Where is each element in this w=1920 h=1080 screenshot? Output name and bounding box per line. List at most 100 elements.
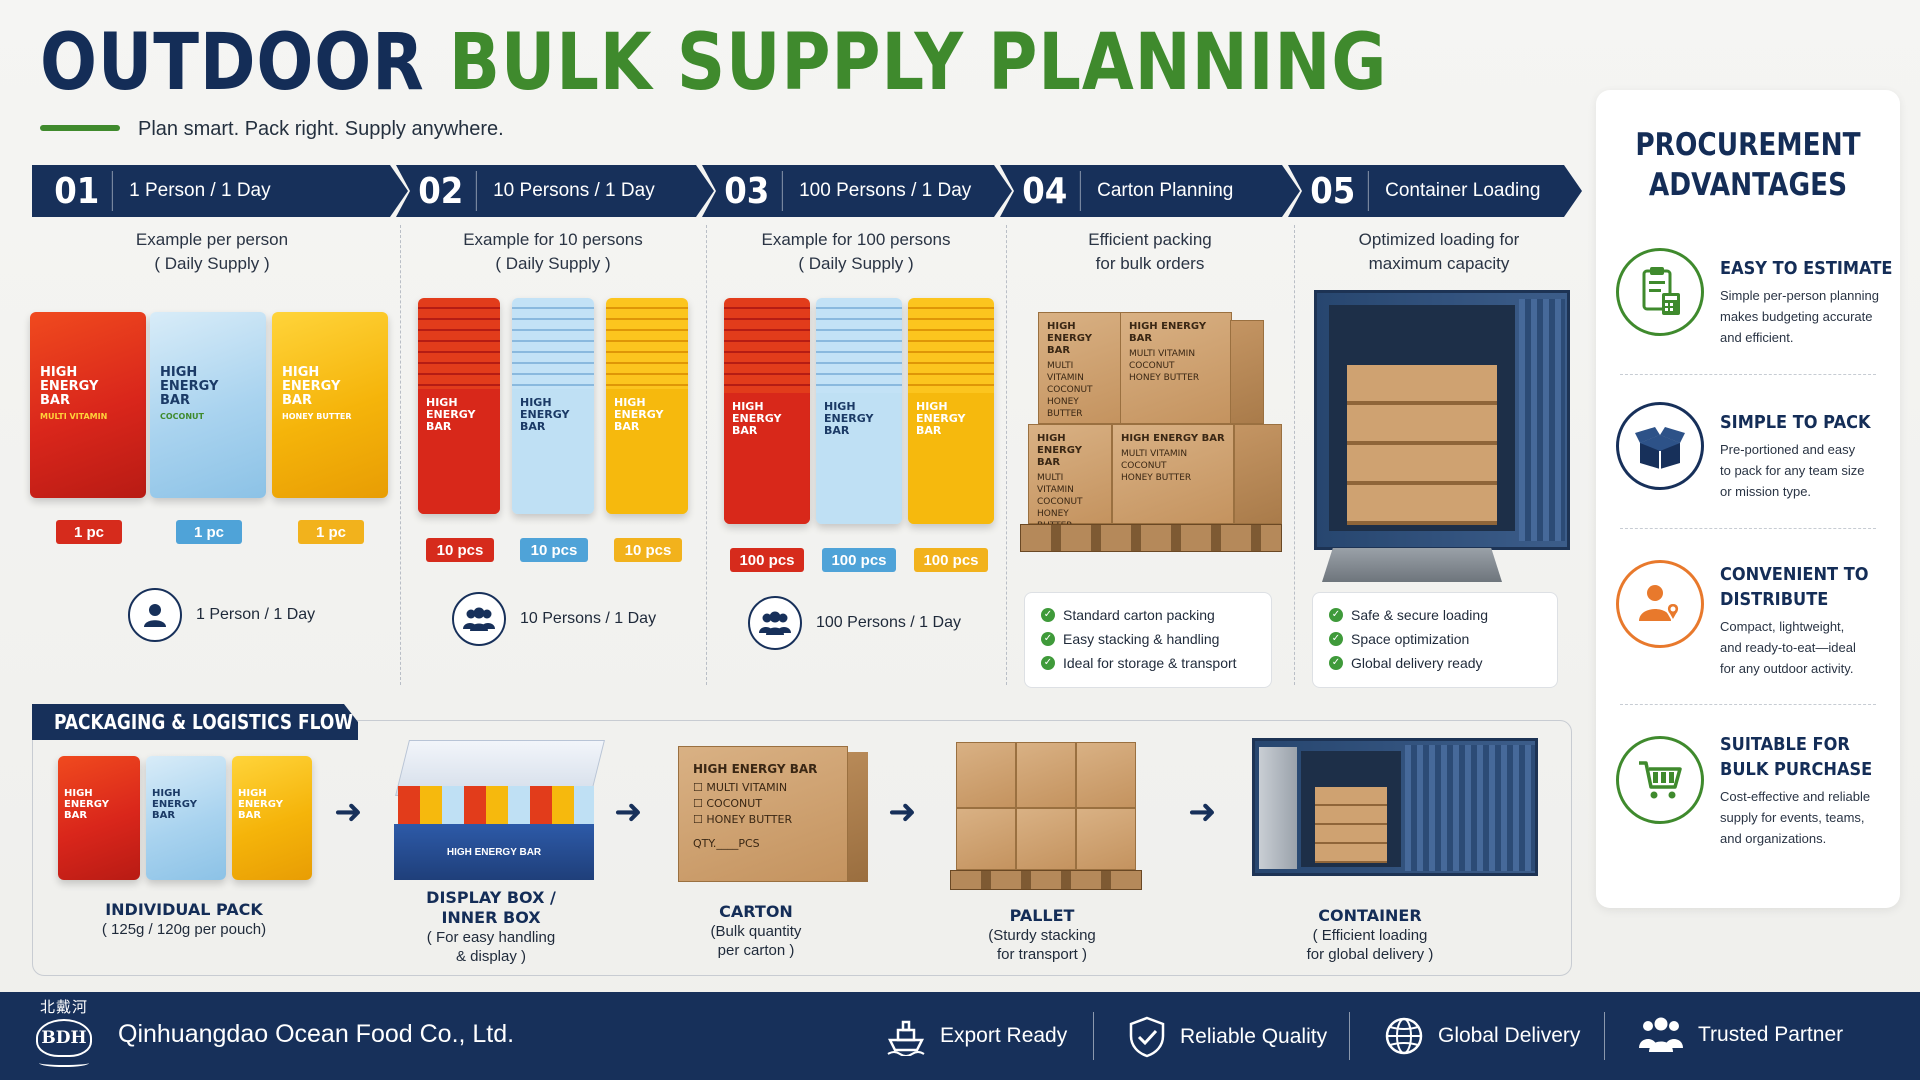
people-label: 100 Persons / 1 Day: [816, 614, 961, 631]
company-name: Qinhuangdao Ocean Food Co., Ltd.: [118, 1020, 515, 1048]
pallet: [1020, 524, 1282, 552]
desc-line: for bulk orders: [1095, 254, 1205, 273]
calculator-icon: [1616, 248, 1704, 336]
step-05-header: 05 Container Loading: [1288, 165, 1582, 217]
group-icon: [748, 596, 802, 650]
check-item: ✓Space optimization: [1329, 627, 1541, 651]
feature-reliable-quality: Reliable Quality: [1128, 1016, 1327, 1058]
pallet-carton: [1076, 742, 1136, 808]
carton-qty: QTY.____PCS: [693, 837, 760, 850]
step-number: 01: [36, 171, 113, 211]
check-icon: ✓: [1329, 632, 1343, 646]
feature-label: Export Ready: [940, 1024, 1068, 1047]
check-item: ✓Ideal for storage & transport: [1041, 651, 1255, 675]
footer-divider: [1349, 1012, 1350, 1060]
advantage-heading: BULK PURCHASE: [1720, 759, 1873, 780]
title-underline: [40, 125, 120, 131]
step-label: 10 Persons / 1 Day: [493, 180, 655, 201]
carton-item: HONEY BUTTER: [1129, 373, 1200, 383]
flow-arrow-icon: ➜: [334, 793, 363, 831]
feature-export-ready: Export Ready: [886, 1016, 1067, 1056]
container-interior: [1301, 751, 1401, 867]
tagline: Plan smart. Pack right. Supply anywhere.: [138, 118, 504, 140]
step-label: 100 Persons / 1 Day: [799, 180, 972, 201]
flow-caption-carton: CARTON (Bulk quantity per carton ): [668, 902, 844, 960]
shield-check-icon: [1129, 1016, 1165, 1058]
check-item: ✓Standard carton packing: [1041, 603, 1255, 627]
carton: HIGH ENERGY BAR MULTI VITAMIN COCONUT HO…: [1120, 312, 1232, 424]
carton-side: [1230, 320, 1264, 424]
step-04-header: 04 Carton Planning: [1000, 165, 1300, 217]
pouch-flavor: HONEY BUTTER: [282, 412, 352, 421]
advantage-heading: CONVENIENT TO: [1720, 564, 1869, 585]
group-icon: [452, 592, 506, 646]
carton-item: MULTI VITAMIN: [1037, 473, 1074, 495]
flow-name: INDIVIDUAL PACK: [105, 900, 263, 919]
feature-global-delivery: Global Delivery: [1384, 1016, 1580, 1056]
carton-item: COCONUT: [1037, 497, 1083, 507]
carton-item: HONEY BUTTER: [1047, 397, 1083, 419]
display-box-front: HIGH ENERGY BAR: [394, 824, 594, 880]
step-number: 02: [400, 171, 477, 211]
step-02-description: Example for 10 persons ( Daily Supply ): [402, 228, 704, 276]
advantage-text: Compact, lightweight,and ready-to-eat—id…: [1720, 619, 1856, 676]
carton: HIGH ENERGY BAR MULTI VITAMIN COCONUT HO…: [1028, 424, 1112, 531]
people-indicator-1: 1 Person / 1 Day: [128, 588, 315, 642]
step-04-description: Efficient packing for bulk orders: [1008, 228, 1292, 276]
flow-caption-container: CONTAINER ( Efficient loading for global…: [1270, 906, 1470, 964]
desc-line: ( Daily Supply ): [154, 254, 270, 273]
qty-badge-yellow: 1 pc: [298, 520, 364, 544]
carton-title: HIGH ENERGY BAR: [1121, 433, 1225, 444]
flow-sub: per carton ): [717, 942, 795, 959]
loaded-cartons: [1347, 365, 1497, 525]
step-03-header: 03 100 Persons / 1 Day: [702, 165, 1012, 217]
advantage-divider: [1620, 374, 1876, 375]
carton-checklist: ✓Standard carton packing ✓Easy stacking …: [1024, 592, 1272, 688]
qty-badge-yellow: 100 pcs: [914, 548, 988, 572]
flow-name: CARTON: [719, 902, 793, 921]
step-number: 03: [706, 171, 783, 211]
carton-title: HIGH ENERGY BAR: [1129, 321, 1207, 344]
loading-ramp: [1322, 548, 1502, 582]
advantage-divider: [1620, 528, 1876, 529]
team-icon: [1639, 1017, 1683, 1052]
flow-title-text: PACKAGING & LOGISTICS FLOW: [54, 710, 354, 734]
column-divider: [1006, 225, 1007, 685]
step-label: 1 Person / 1 Day: [129, 180, 271, 201]
person-icon: [128, 588, 182, 642]
pallet: [950, 870, 1142, 890]
logo-mark: BDH: [36, 1019, 92, 1057]
flow-sub: for global delivery ): [1306, 946, 1434, 963]
logistics-flow-section: [32, 720, 1572, 976]
carton-item: COCONUT: [1047, 385, 1093, 395]
feature-label: Global Delivery: [1438, 1024, 1581, 1047]
company-logo: 北戴河 BDH: [26, 996, 102, 1076]
logo-chars: 北戴河: [39, 998, 88, 1016]
people-indicator-100: 100 Persons / 1 Day: [748, 596, 961, 650]
check-icon: ✓: [1041, 632, 1055, 646]
flow-arrow-icon: ➜: [888, 793, 917, 831]
pallet-carton: [1016, 808, 1076, 870]
carton-item: COCONUT: [1121, 461, 1167, 471]
display-box: HIGH ENERGY BAR: [394, 740, 605, 882]
flow-caption-display-box: DISPLAY BOX / INNER BOX ( For easy handl…: [386, 888, 596, 966]
check-icon: ✓: [1329, 656, 1343, 670]
column-divider: [706, 225, 707, 685]
qty-badge-yellow: 10 pcs: [614, 538, 682, 562]
flow-sub: (Sturdy stacking: [988, 927, 1096, 944]
advantage-heading: DISTRIBUTE: [1720, 589, 1829, 610]
desc-line: Optimized loading for: [1358, 230, 1520, 249]
check-item: ✓Global delivery ready: [1329, 651, 1541, 675]
desc-line: ( Daily Supply ): [495, 254, 611, 273]
